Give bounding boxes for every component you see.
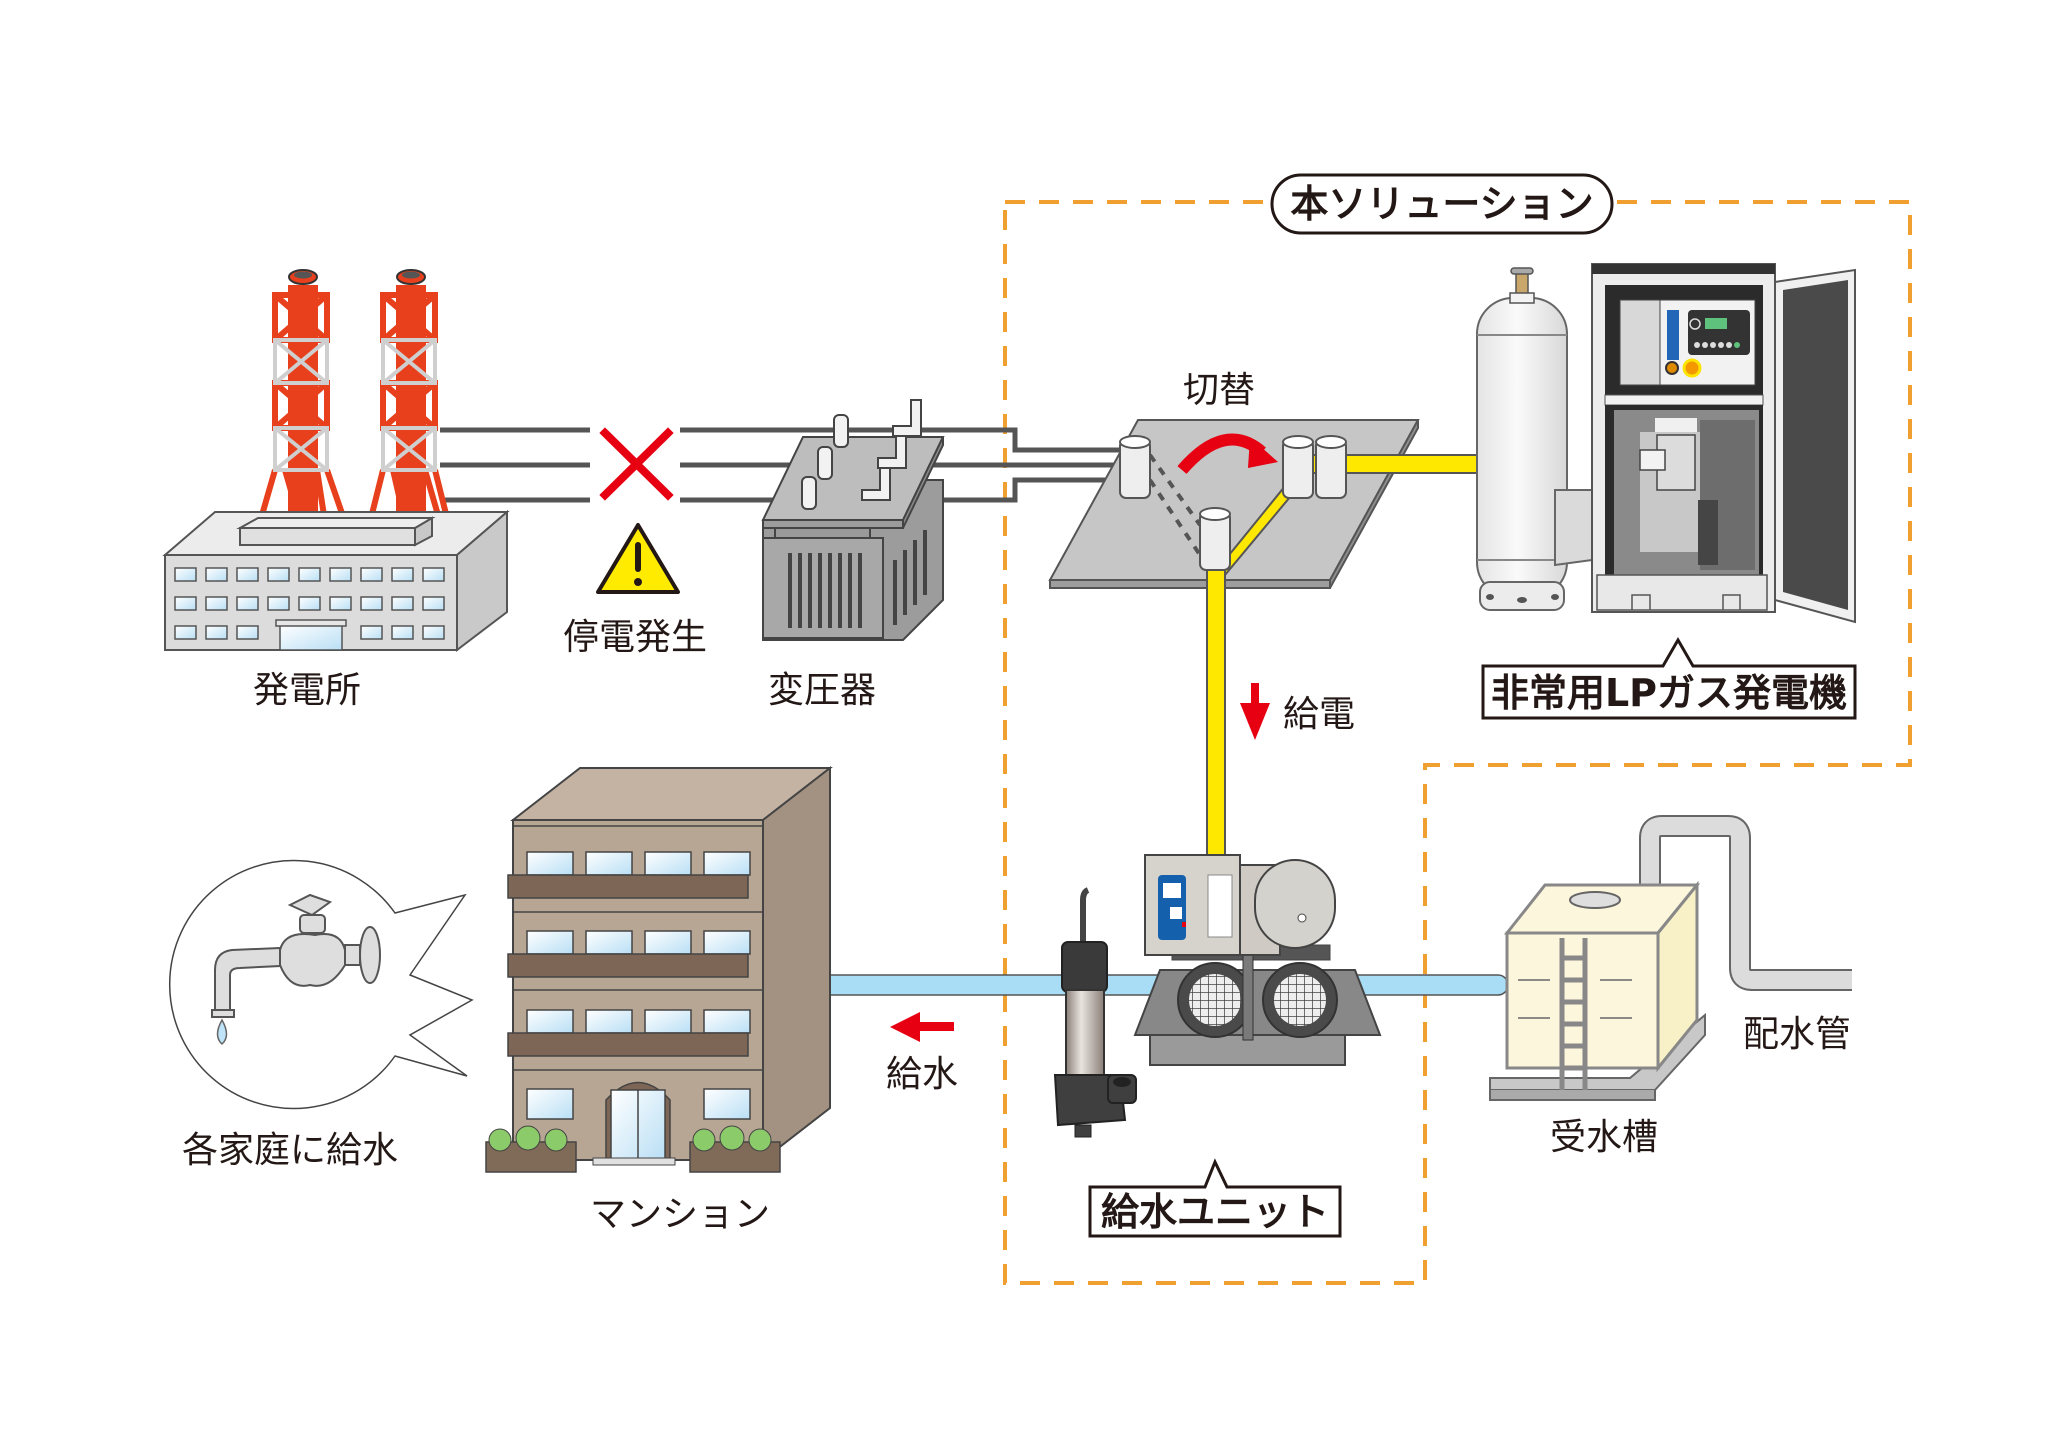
lp-gas-cylinder-illustration <box>1476 267 1568 611</box>
generator-power-line <box>1345 454 1481 474</box>
water-unit-callout-box <box>1088 1158 1342 1238</box>
power-supply-label: 給電 <box>1283 694 1356 735</box>
submersible-pump-illustration <box>1053 887 1137 1138</box>
water-supply-unit-illustration <box>1133 854 1382 1066</box>
distribution-pipe-label: 配水管 <box>1743 1014 1852 1055</box>
household-faucet-bubble <box>168 859 474 1110</box>
chimney-right <box>367 269 451 525</box>
transformer-illustration <box>761 399 945 641</box>
planter-right <box>689 1125 781 1173</box>
switch-board-illustration <box>1048 419 1478 589</box>
power-plant-label: 発電所 <box>253 670 362 711</box>
mansion-label: マンション <box>590 1194 771 1235</box>
supply-power-line <box>1206 569 1226 861</box>
solution-title: 本ソリューション <box>1290 182 1594 226</box>
solution-title-badge <box>1270 173 1614 235</box>
power-plant-windows <box>174 567 445 651</box>
switch-label: 切替 <box>1183 370 1256 411</box>
mansion-illustration <box>485 765 833 1173</box>
water-drop-icon <box>216 1018 228 1046</box>
generator-callout-box <box>1481 636 1857 720</box>
generator-label: 非常用LPガス発電機 <box>1490 671 1848 715</box>
outage-x-icon <box>599 427 674 501</box>
generator-cabinet-illustration <box>1554 263 1856 624</box>
household-supply-label: 各家庭に給水 <box>182 1130 399 1171</box>
water-unit-label: 給水ユニット <box>1100 1190 1329 1234</box>
ladder <box>1559 938 1588 1095</box>
power-supply-arrow-icon <box>1240 683 1270 740</box>
water-tank-illustration <box>1489 880 1706 1101</box>
receiving-tank-label: 受水槽 <box>1550 1117 1659 1158</box>
warning-icon <box>596 523 680 594</box>
transformer-label: 変圧器 <box>768 670 877 711</box>
chimney-left <box>257 269 348 525</box>
faucet-icon <box>211 893 381 1018</box>
water-supply-label: 給水 <box>886 1054 959 1095</box>
power-plant-illustration <box>162 269 510 653</box>
solution-boundary <box>1003 200 1912 1285</box>
water-supply-arrow-icon <box>890 1012 954 1042</box>
planter-left <box>485 1125 577 1173</box>
outage-label: 停電発生 <box>563 617 708 658</box>
